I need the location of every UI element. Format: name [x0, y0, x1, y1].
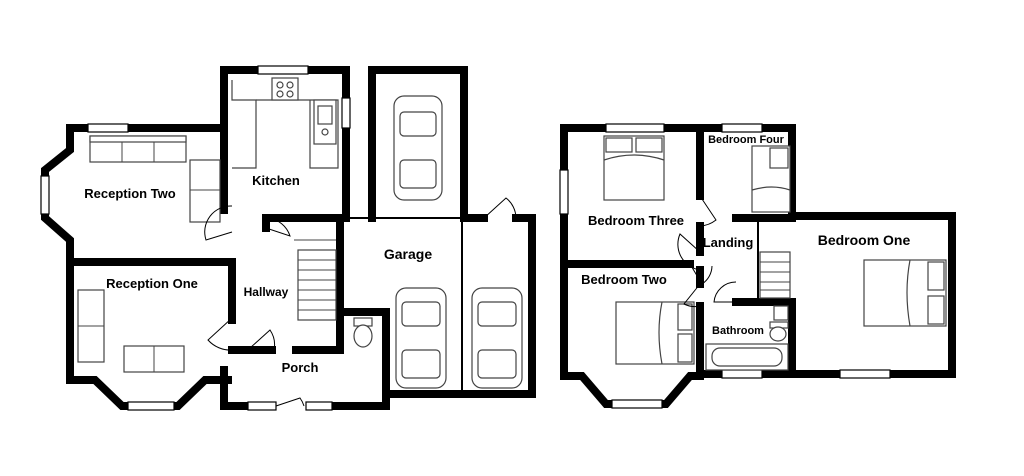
reception-two-walls: [41, 124, 228, 266]
garage-east-walls: [382, 214, 536, 398]
counter-icon: [231, 80, 257, 169]
room-label-garage: Garage: [384, 246, 432, 262]
door-swing-icon: [713, 281, 737, 303]
ground-floor: Reception Two Kitchen Garage Hallway Rec…: [40, 65, 536, 411]
window: [305, 401, 333, 411]
stairs-icon: [294, 239, 337, 321]
garage-walls: [368, 66, 488, 222]
reception-one-walls: [66, 258, 232, 410]
bed-icon: [603, 135, 665, 201]
toilet-icon: [353, 317, 373, 348]
room-label-bathroom: Bathroom: [712, 325, 764, 337]
door-swing-icon: [683, 283, 701, 308]
window: [87, 123, 129, 133]
door-swing-icon: [689, 263, 713, 285]
porch-walls: [220, 366, 252, 410]
door-swing-icon: [207, 317, 233, 351]
door-swing-icon: [275, 397, 305, 407]
door-swing-icon: [204, 205, 233, 241]
bed-icon: [751, 145, 791, 213]
room-label-bedroom-three: Bedroom Three: [588, 213, 684, 228]
sofa-icon: [123, 345, 185, 373]
door-swing-icon: [677, 233, 701, 271]
window: [257, 65, 309, 75]
window: [559, 169, 569, 215]
sofa-icon: [77, 289, 105, 363]
door-swing-icon: [249, 329, 276, 351]
room-label-porch: Porch: [282, 360, 319, 375]
room-label-hallway: Hallway: [244, 285, 289, 299]
door-swing-icon: [483, 197, 517, 219]
hallway-east-wall: [286, 214, 344, 354]
sofa-icon: [89, 135, 187, 163]
room-label-kitchen: Kitchen: [252, 173, 300, 188]
room-label-reception-one: Reception One: [106, 276, 198, 291]
bathroom-north-wall: [732, 298, 796, 378]
sink-icon: [313, 99, 337, 145]
wc-walls: [336, 308, 390, 410]
window: [721, 369, 763, 379]
bed-icon: [863, 259, 947, 327]
bed-icon: [615, 301, 695, 365]
car-icon: [393, 95, 443, 201]
sink-icon: [773, 305, 789, 321]
door-swing-icon: [265, 217, 291, 237]
window: [341, 97, 351, 129]
room-label-landing: Landing: [703, 235, 754, 250]
stairs-icon: [759, 251, 791, 299]
car-icon: [395, 287, 447, 389]
window: [605, 123, 665, 133]
room-label-bedroom-one: Bedroom One: [818, 232, 911, 248]
window: [839, 369, 891, 379]
door-swing-icon: [699, 195, 717, 227]
car-icon: [471, 287, 523, 389]
kitchen-walls: [220, 66, 350, 232]
window: [127, 401, 175, 411]
toilet-icon: [769, 321, 789, 342]
first-floor: Bedroom Four Bedroom Three Landing Bedro…: [559, 123, 956, 409]
room-label-bedroom-four: Bedroom Four: [708, 134, 784, 146]
window: [40, 175, 50, 215]
window: [721, 123, 763, 133]
room-label-bedroom-two: Bedroom Two: [581, 272, 667, 287]
hob-icon: [271, 77, 299, 101]
room-label-reception-two: Reception Two: [84, 186, 176, 201]
window: [247, 401, 277, 411]
window: [611, 399, 663, 409]
sofa-icon: [189, 159, 221, 223]
bath-icon: [705, 343, 789, 371]
